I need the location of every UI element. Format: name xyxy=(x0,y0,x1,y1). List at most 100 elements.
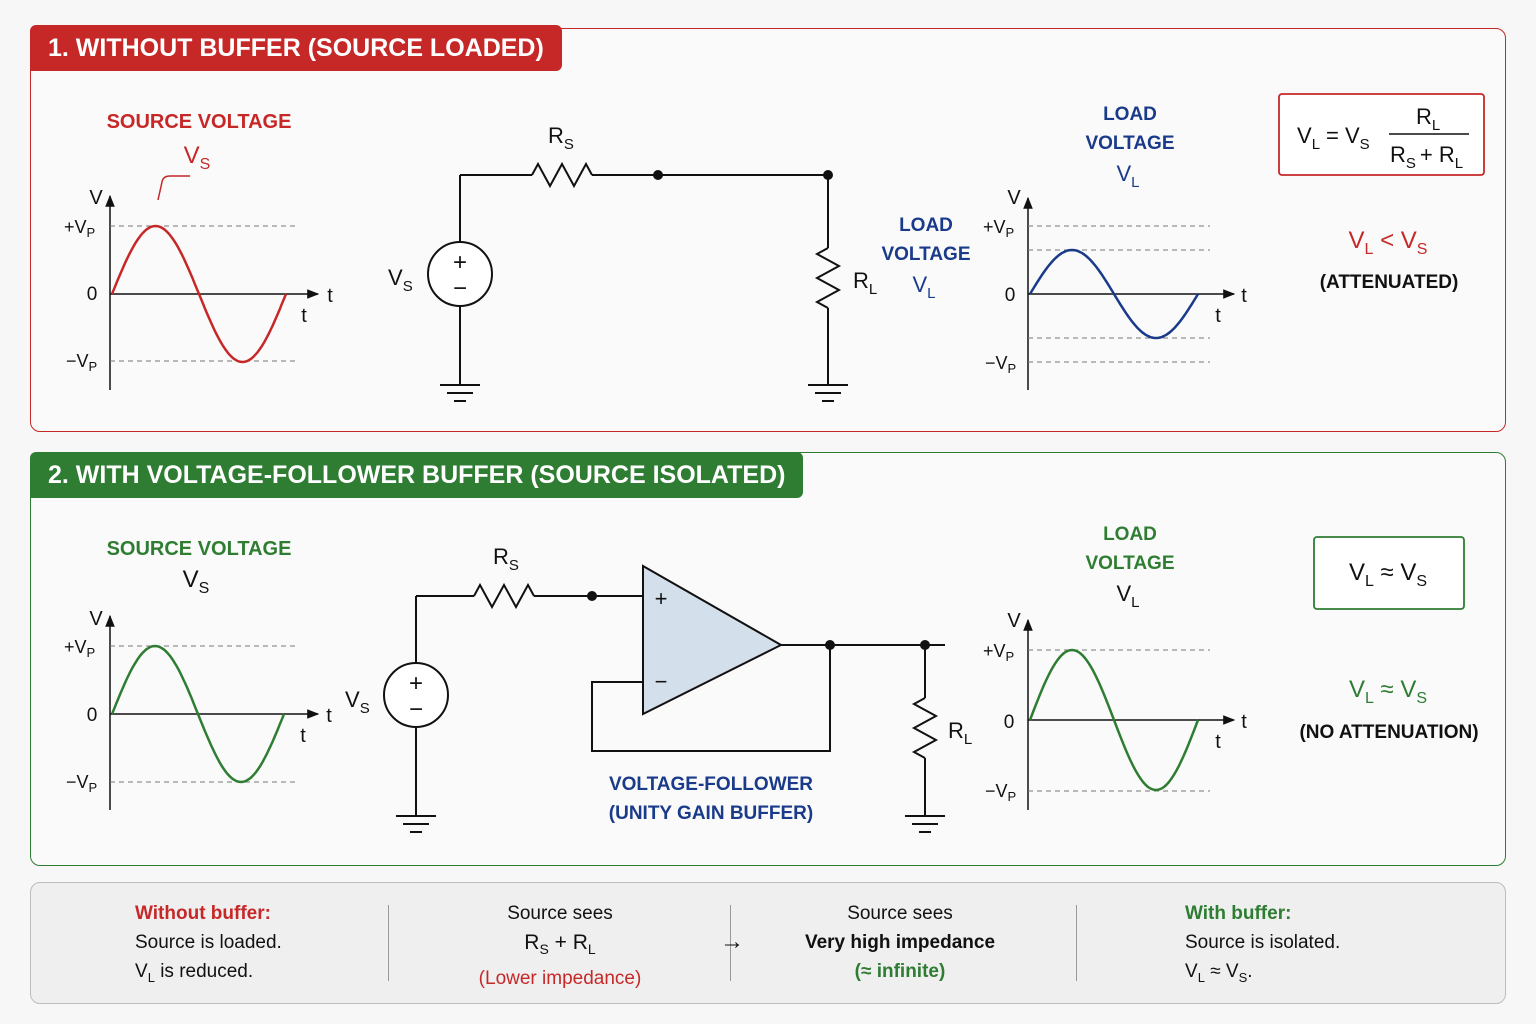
y-axis-label: V xyxy=(1007,187,1021,209)
source-sine-wave xyxy=(110,644,286,784)
with-line1: Source is isolated. xyxy=(1185,932,1341,953)
source-name-label: VS xyxy=(345,687,370,717)
time-label: t xyxy=(1215,305,1221,327)
source-voltage-label: SOURCE VOLTAGE xyxy=(107,538,292,560)
sees1-line1: Source sees xyxy=(507,903,613,924)
junction-node xyxy=(587,591,597,601)
load-voltage-symbol-mid: VL xyxy=(912,272,935,302)
plus-sign: + xyxy=(409,670,423,697)
load-voltage-label-2: VOLTAGE xyxy=(1085,553,1174,574)
zero-label: 0 xyxy=(87,705,98,726)
section-with-buffer xyxy=(30,452,1506,866)
zero-label: 0 xyxy=(87,284,98,305)
neg-peak-label: −VP xyxy=(66,351,97,374)
pos-peak-label: +VP xyxy=(983,217,1014,240)
circuit-without-buffer xyxy=(427,161,848,402)
y-axis-label: V xyxy=(89,187,103,209)
source-voltage-symbol: VS xyxy=(183,566,210,597)
summary-without-buffer: Without buffer: Source is loaded. VL is … xyxy=(100,899,345,992)
attenuation-relation: VL < VS xyxy=(1349,227,1428,258)
y-axis-label: V xyxy=(1007,610,1021,632)
divider xyxy=(730,905,731,981)
without-line2: VL is reduced. xyxy=(135,961,254,985)
resistor-rs-label: RS xyxy=(548,123,574,153)
x-axis-label: t xyxy=(1241,285,1247,307)
source-voltage-label: SOURCE VOLTAGE xyxy=(107,111,292,133)
attenuated-note: (ATTENUATED) xyxy=(1320,272,1459,293)
source-waveform-graph-1: V 0 +VP −VP t t xyxy=(64,187,333,390)
time-label: t xyxy=(300,725,306,747)
load-voltage-label: LOAD xyxy=(1103,104,1157,125)
sees1-line3: (Lower impedance) xyxy=(478,968,642,990)
without-line1: Source is loaded. xyxy=(135,932,282,953)
load-voltage-label-mid-2: VOLTAGE xyxy=(881,244,970,265)
load-voltage-symbol: VL xyxy=(1116,161,1139,191)
junction-node xyxy=(825,640,835,650)
plus-sign: + xyxy=(453,249,467,276)
resistor-rs-label: RS xyxy=(493,544,519,574)
no-attenuation-relation: VL ≈ VS xyxy=(1349,676,1427,707)
resistor-rl-label: RL xyxy=(948,718,972,748)
divider xyxy=(1076,905,1077,981)
zero-label: 0 xyxy=(1005,285,1016,306)
divider xyxy=(388,905,389,981)
svg-text:VL ≈ VS: VL ≈ VS xyxy=(1349,559,1427,590)
junction-node xyxy=(920,640,930,650)
sees1-line2: RS + RL xyxy=(524,931,596,958)
summary-panel xyxy=(30,882,1506,1004)
svg-text:VL= VS: VL= VS xyxy=(1297,123,1370,153)
time-label: t xyxy=(301,305,307,327)
load-voltage-symbol: VL xyxy=(1116,581,1139,611)
source-voltage-symbol: VS xyxy=(184,142,211,173)
buffer-sublabel: (UNITY GAIN BUFFER) xyxy=(609,803,813,824)
source-sine-wave xyxy=(110,224,288,364)
approx-equal-box: VL ≈ VS xyxy=(1313,536,1465,610)
with-title: With buffer: xyxy=(1185,903,1292,924)
load-voltage-label-mid: LOAD xyxy=(899,215,953,236)
svg-text:RS+ RL: RS+ RL xyxy=(1390,142,1463,172)
junction-node xyxy=(653,170,663,180)
source-name-label: VS xyxy=(388,265,413,295)
x-axis-label: t xyxy=(1241,711,1247,733)
with-line2: VL ≈ VS. xyxy=(1185,961,1253,985)
x-axis-label: t xyxy=(327,285,333,307)
sees2-line1: Source sees xyxy=(847,903,953,924)
summary-with-buffer: With buffer: Source is isolated. VL ≈ VS… xyxy=(1150,899,1415,992)
without-title: Without buffer: xyxy=(135,903,271,924)
voltage-divider-formula: VL= VS RL RS+ RL xyxy=(1278,93,1485,176)
junction-node xyxy=(823,170,833,180)
section1-title: 1. WITHOUT BUFFER (SOURCE LOADED) xyxy=(30,25,562,71)
load-sine-wave xyxy=(1028,648,1200,792)
sees2-line2: Very high impedance xyxy=(804,932,996,953)
circuit-with-buffer xyxy=(383,564,945,833)
source-pointer xyxy=(157,175,190,201)
resistor-rl-label: RL xyxy=(853,268,877,298)
load-waveform-graph-2: V 0 +VP −VP t t xyxy=(983,610,1247,810)
zero-label: 0 xyxy=(1004,712,1015,733)
opamp-minus: − xyxy=(655,669,668,694)
svg-text:RL: RL xyxy=(1416,104,1440,134)
section2-title: 2. WITH VOLTAGE-FOLLOWER BUFFER (SOURCE … xyxy=(30,452,804,498)
section-without-buffer xyxy=(30,28,1506,432)
arrow-icon: → xyxy=(720,928,744,955)
x-axis-label: t xyxy=(326,705,332,727)
minus-sign: − xyxy=(453,275,467,302)
y-axis-label: V xyxy=(89,608,103,630)
minus-sign: − xyxy=(409,696,423,723)
neg-peak-label: −VP xyxy=(985,781,1016,804)
load-voltage-label-2: VOLTAGE xyxy=(1085,133,1174,154)
pos-peak-label: +VP xyxy=(983,641,1014,664)
load-sine-wave xyxy=(1028,248,1200,340)
pos-peak-label: +VP xyxy=(64,637,95,660)
neg-peak-label: −VP xyxy=(985,353,1016,376)
load-voltage-label: LOAD xyxy=(1103,524,1157,545)
opamp-plus: + xyxy=(655,586,668,611)
neg-peak-label: −VP xyxy=(66,772,97,795)
summary-sees-low: Source sees RS + RL (Lower impedance) xyxy=(440,899,680,993)
time-label: t xyxy=(1215,731,1221,753)
buffer-label: VOLTAGE-FOLLOWER xyxy=(609,774,813,795)
summary-sees-high: Source sees Very high impedance (≈ infin… xyxy=(780,899,1020,986)
load-waveform-graph-1: V 0 +VP −VP t t xyxy=(983,187,1247,390)
no-attenuation-note: (NO ATTENUATION) xyxy=(1299,722,1478,743)
